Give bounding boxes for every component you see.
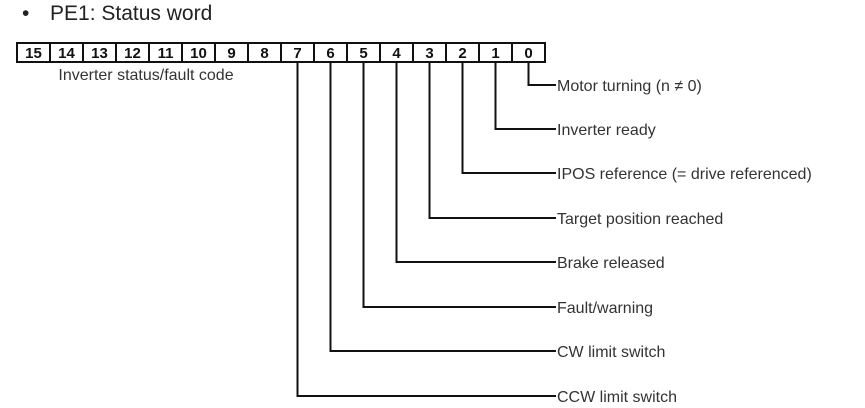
bit-cell-3: 3 xyxy=(425,45,433,62)
bit-cell-4: 4 xyxy=(392,45,401,62)
leader-line-bit-7 xyxy=(296,62,556,397)
bit-cell-8: 8 xyxy=(260,45,268,62)
bit-cell-9: 9 xyxy=(227,45,235,62)
leader-line-bit-2 xyxy=(461,62,556,174)
group-label-status-fault-code: Inverter status/fault code xyxy=(58,67,233,84)
bit-cell-11: 11 xyxy=(158,45,174,62)
bit-label-4: Brake released xyxy=(557,255,665,272)
bit-cell-13: 13 xyxy=(91,45,108,62)
bit-label-0: Motor turning (n ≠ 0) xyxy=(557,78,702,95)
leader-line-bit-3 xyxy=(428,62,556,219)
bit-cell-6: 6 xyxy=(326,45,334,62)
bit-label-2: IPOS reference (= drive referenced) xyxy=(557,166,812,183)
bit-label-3: Target position reached xyxy=(557,211,723,228)
bit-cell-12: 12 xyxy=(124,45,141,62)
bit-cell-15: 15 xyxy=(25,45,42,62)
title-text: PE1: Status word xyxy=(50,2,213,25)
bit-cell-10: 10 xyxy=(190,45,207,62)
bit-label-1: Inverter ready xyxy=(557,122,656,139)
diagram-title: • PE1: Status word xyxy=(22,2,212,74)
bit-label-7: CCW limit switch xyxy=(557,389,677,406)
leader-line-bit-5 xyxy=(362,62,556,308)
leader-line-bit-6 xyxy=(329,62,556,352)
bullet-icon: • xyxy=(22,2,30,25)
bit-cell-7: 7 xyxy=(293,45,301,62)
bit-cell-14: 14 xyxy=(58,45,75,62)
leader-line-bit-1 xyxy=(494,62,556,130)
bit-label-6: CW limit switch xyxy=(557,344,665,361)
leader-line-bit-4 xyxy=(395,62,556,263)
leader-line-bit-0 xyxy=(527,62,556,86)
bit-cell-0: 0 xyxy=(524,45,532,62)
bit-cell-2: 2 xyxy=(458,45,466,62)
bit-cell-1: 1 xyxy=(491,45,499,62)
bit-label-5: Fault/warning xyxy=(557,300,653,317)
bit-cell-5: 5 xyxy=(359,45,367,62)
